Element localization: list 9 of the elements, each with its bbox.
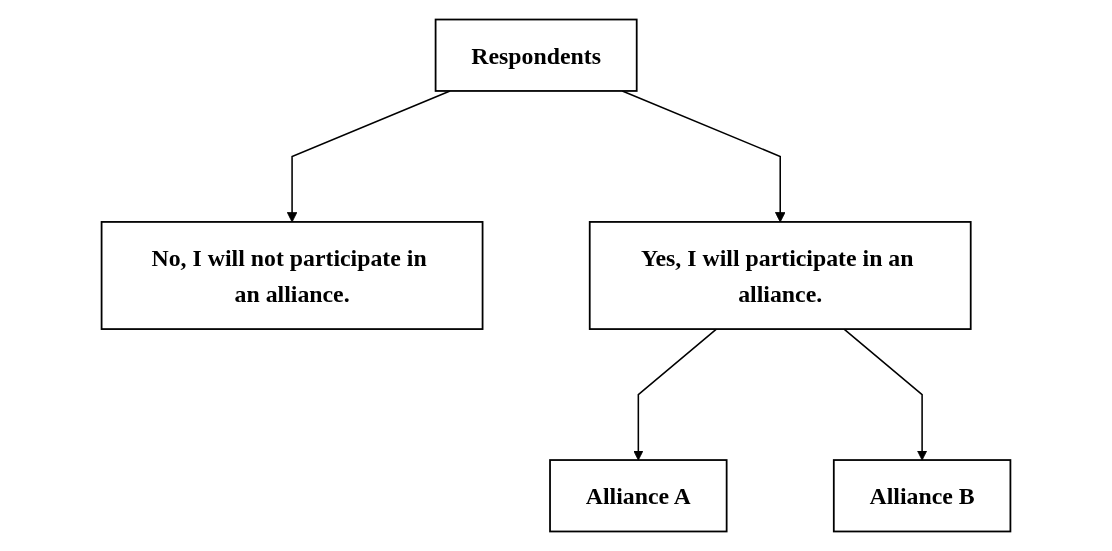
arrow: [621, 90, 786, 223]
node-box: Respondents: [434, 18, 638, 92]
arrow: [633, 328, 718, 461]
arrow: [843, 328, 928, 461]
node-box: No, I will not participate in an alliance.: [100, 221, 484, 330]
node-box: Alliance A: [549, 459, 728, 533]
arrow: [286, 90, 451, 223]
node-box: Yes, I will participate in an alliance.: [588, 221, 972, 330]
node-box: Alliance B: [832, 459, 1012, 533]
